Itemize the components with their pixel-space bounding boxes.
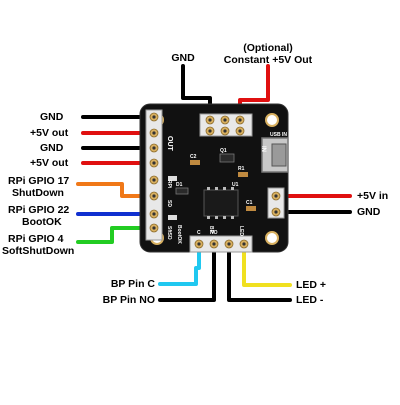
ic-leg: [231, 187, 234, 190]
bottom-pin-3-hole: [227, 242, 231, 246]
label-left-gnd-1: GND: [40, 111, 64, 123]
label-left-5v-out-1: +5V out: [30, 127, 69, 139]
label-gpio4-line2: SoftShutDown: [2, 245, 75, 257]
wire-led-plus: [242, 250, 292, 287]
left-pins: [149, 112, 159, 233]
silk-in: IN: [260, 146, 266, 152]
label-bp-pin-c: BP Pin C: [110, 278, 155, 290]
silk-u1: U1: [232, 182, 239, 188]
label-bp-pin-no: BP Pin NO: [102, 294, 155, 306]
wire-bp-pin-c: [158, 250, 201, 286]
bottom-pin-2-hole: [212, 242, 216, 246]
ic-leg: [207, 216, 210, 219]
silk-no: NO: [210, 230, 218, 236]
mounting-hole: [265, 231, 279, 245]
ic-leg: [223, 187, 226, 190]
ic-leg: [207, 187, 210, 190]
smd-component: [175, 187, 189, 195]
smd-component: [246, 206, 256, 211]
top-pin-6-hole: [238, 129, 242, 133]
ic-leg: [215, 187, 218, 190]
label-top-constant-5v: Constant +5V Out: [223, 54, 313, 66]
left-header: [145, 109, 163, 241]
bottom-pin-1-hole: [197, 242, 201, 246]
label-gpio22-line1: RPi GPIO 22: [8, 204, 70, 216]
ic-leg: [223, 216, 226, 219]
silk-bootok: BootOK: [176, 225, 182, 244]
label-gpio4-line1: RPi GPIO 4: [8, 233, 64, 245]
silk-rpi: RPi: [166, 180, 172, 189]
silk-sftsd: SftSD: [166, 226, 172, 240]
label-gpio17-line1: RPi GPIO 17: [8, 175, 70, 187]
smd-component: [219, 153, 235, 163]
left-pin-1-hole: [152, 115, 156, 119]
left-pin-6-hole: [152, 194, 156, 198]
label-right-5v-in: +5V in: [357, 190, 389, 202]
label-led-minus: LED -: [296, 294, 324, 306]
ic-legs: [207, 187, 234, 219]
top-pin-1-hole: [208, 118, 212, 122]
ic-leg: [231, 216, 234, 219]
top-pin-2-hole: [223, 118, 227, 122]
top-pin-3-hole: [238, 118, 242, 122]
label-left-5v-out-2: +5V out: [30, 157, 69, 169]
top-pins: [205, 115, 245, 136]
silk-usb-in: USB IN: [270, 132, 287, 138]
right-pins: [271, 191, 281, 217]
usb-port-opening: [271, 143, 287, 167]
left-pin-5-hole: [152, 178, 156, 182]
left-pin-7-hole: [152, 212, 156, 216]
label-gpio17-line2: ShutDown: [12, 187, 64, 199]
bottom-pins: [194, 239, 249, 249]
left-pin-4-hole: [152, 161, 156, 165]
silk-out: OUT: [166, 136, 173, 152]
wire-gpio17: [76, 182, 152, 198]
wire-led-minus: [227, 250, 292, 302]
silk-d1: D1: [176, 182, 183, 188]
wire-gpio4: [76, 226, 152, 244]
ic-leg: [215, 216, 218, 219]
bottom-header: [189, 235, 253, 253]
silk-c: C: [197, 230, 201, 236]
label-led-plus: LED +: [296, 279, 327, 291]
right-pin-1-hole: [274, 194, 278, 198]
silk-c1: C1: [246, 200, 253, 206]
label-top-optional: (Optional): [243, 42, 293, 54]
bottom-pin-4-hole: [242, 242, 246, 246]
mounting-hole: [265, 113, 279, 127]
silk-c2: C2: [190, 154, 197, 160]
smd-component: [168, 215, 177, 220]
wire-bp-pin-no: [158, 250, 216, 302]
label-left-gnd-2: GND: [40, 142, 64, 154]
silk-sd: SD: [166, 200, 172, 207]
silk-q1: Q1: [220, 148, 227, 154]
smd-component: [168, 176, 177, 181]
right-pin-2-hole: [274, 210, 278, 214]
pcb-board: OUT USB IN IN RPi SD BootOK SftSD BP LED…: [139, 103, 289, 253]
label-top-gnd: GND: [171, 52, 195, 64]
smd-component: [190, 160, 200, 165]
top-pin-4-hole: [208, 129, 212, 133]
silk-r1: R1: [238, 166, 245, 172]
ic-chip-u1: [203, 189, 239, 217]
label-gpio22-line2: BootOK: [22, 216, 62, 228]
silk-led: LED: [238, 226, 244, 236]
smd-component: [238, 172, 248, 177]
label-right-gnd: GND: [357, 206, 381, 218]
top-pin-5-hole: [223, 129, 227, 133]
left-pin-8-hole: [152, 226, 156, 230]
left-pin-2-hole: [152, 131, 156, 135]
left-pin-3-hole: [152, 146, 156, 150]
silk-bp: BP: [208, 226, 214, 234]
